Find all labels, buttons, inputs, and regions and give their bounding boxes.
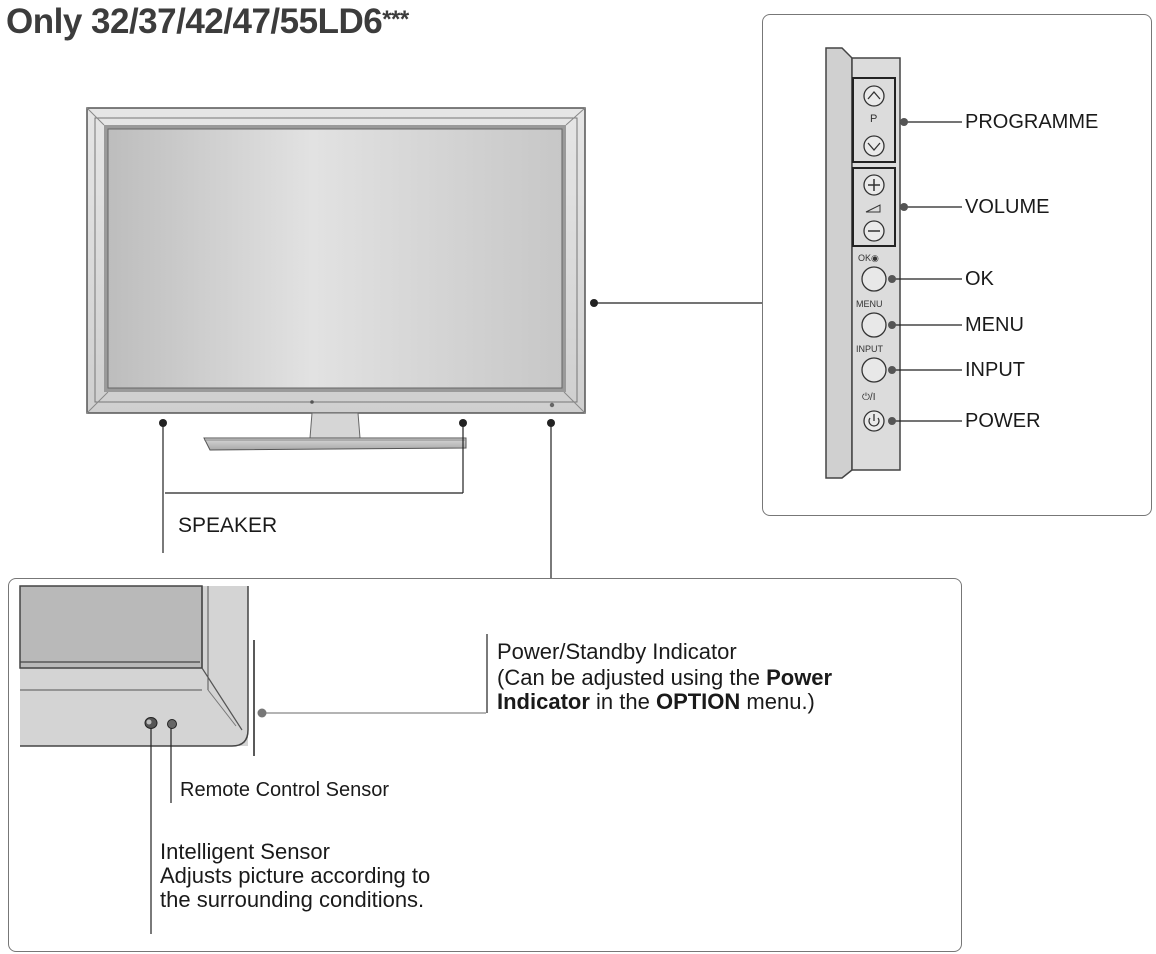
menu-label: MENU [965, 314, 1024, 336]
indicator-dot [547, 419, 555, 427]
page-title: Only 32/37/42/47/55LD6*** [6, 2, 409, 42]
power-small-label: ⏻/I [862, 392, 876, 403]
indicator-note: (Can be adjusted using the Power Indicat… [497, 666, 832, 714]
side-callout-lines [892, 121, 962, 422]
title-suffix: *** [382, 6, 409, 33]
corner-closeup [19, 585, 255, 756]
side-panel-dot [590, 299, 598, 307]
indicator-note-bold-2: Indicator [497, 689, 590, 714]
side-control-panel [825, 47, 901, 479]
indicator-note-part-2: in the [589, 689, 656, 714]
indicator-detail-dot [257, 708, 267, 718]
speaker-right-dot [459, 419, 467, 427]
speaker-callout [162, 424, 464, 553]
intelligent-sensor-title: Intelligent Sensor [160, 839, 330, 864]
intelligent-sensor-line-1: Adjusts picture according to [160, 863, 431, 888]
volume-label: VOLUME [965, 196, 1050, 218]
ok-small-label: OK◉ [858, 253, 879, 263]
indicator-note-bold-1: Power [766, 665, 833, 690]
indicator-title: Power/Standby Indicator [497, 639, 737, 664]
power-label: POWER [965, 410, 1041, 432]
menu-small-label: MENU [856, 299, 883, 309]
speaker-label: SPEAKER [178, 514, 278, 537]
ok-label: OK [965, 268, 994, 290]
side-callout-dots [888, 118, 908, 425]
indicator-note-part-1: (Can be adjusted using the [497, 665, 767, 690]
speaker-left-dot [159, 419, 167, 427]
tv-front [86, 107, 586, 451]
p-label: P [870, 113, 878, 125]
title-main: Only 32/37/42/47/55LD6 [6, 2, 383, 41]
input-label: INPUT [965, 359, 1025, 381]
detail-callout-lines [150, 634, 488, 934]
indicator-note-part-3: menu.) [740, 689, 815, 714]
intelligent-sensor-line-2: the surrounding conditions. [160, 887, 425, 912]
indicator-note-bold-3: OPTION [655, 689, 741, 714]
remote-sensor-label: Remote Control Sensor [180, 779, 389, 801]
programme-label: PROGRAMME [965, 111, 1099, 133]
input-small-label: INPUT [856, 344, 883, 354]
